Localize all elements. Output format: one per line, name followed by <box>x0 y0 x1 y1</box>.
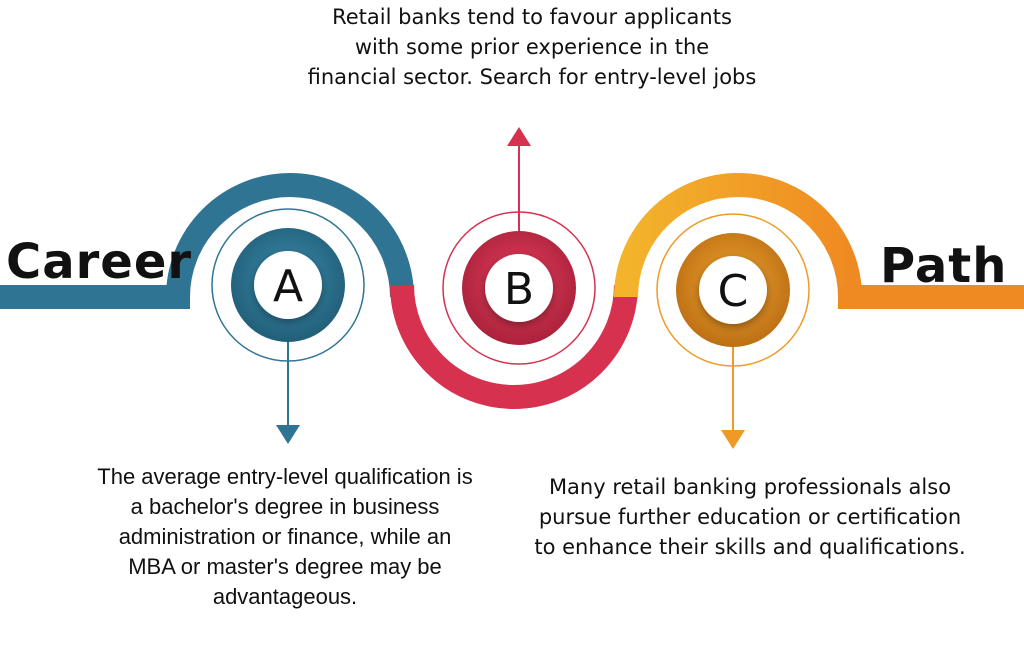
description-b: Retail banks tend to favour applicants w… <box>262 2 802 92</box>
left-bar <box>0 285 190 309</box>
description-c-line: Many retail banking professionals also <box>548 475 952 499</box>
node-a-inner <box>254 251 322 319</box>
node-b: B <box>442 127 596 365</box>
description-a: The average entry-level qualification is… <box>60 462 510 612</box>
description-b-line: with some prior experience in the <box>354 35 710 59</box>
description-a-line: administration or finance, while an <box>118 524 452 549</box>
arrow-a-head <box>276 425 300 444</box>
description-a-line: The average entry-level qualification is <box>97 464 473 489</box>
arch-a <box>166 173 414 298</box>
title-path: Path <box>880 238 1008 294</box>
description-a-line: a bachelor's degree in business <box>130 494 440 519</box>
title-career: Career <box>6 234 193 290</box>
right-bar <box>838 285 1024 309</box>
description-c: Many retail banking professionals also p… <box>500 472 1000 562</box>
node-b-inner <box>485 254 553 322</box>
description-c-line: pursue further education or certificatio… <box>538 505 962 529</box>
node-c: C <box>656 213 810 449</box>
description-a-line: advantageous. <box>212 584 358 609</box>
node-c-letter: C <box>718 266 749 317</box>
node-a: A <box>211 208 365 444</box>
description-c-line: to enhance their skills and qualificatio… <box>534 535 966 559</box>
node-c-inner <box>699 256 767 324</box>
arch-c <box>614 173 862 298</box>
arch-b <box>390 284 638 409</box>
node-a-letter: A <box>273 261 303 312</box>
description-b-line: financial sector. Search for entry-level… <box>307 65 757 89</box>
node-b-letter: B <box>504 264 534 315</box>
arrow-c-head <box>721 430 745 449</box>
description-a-line: MBA or master's degree may be <box>128 554 442 579</box>
arrow-b-head <box>507 127 531 146</box>
description-b-line: Retail banks tend to favour applicants <box>332 5 732 29</box>
